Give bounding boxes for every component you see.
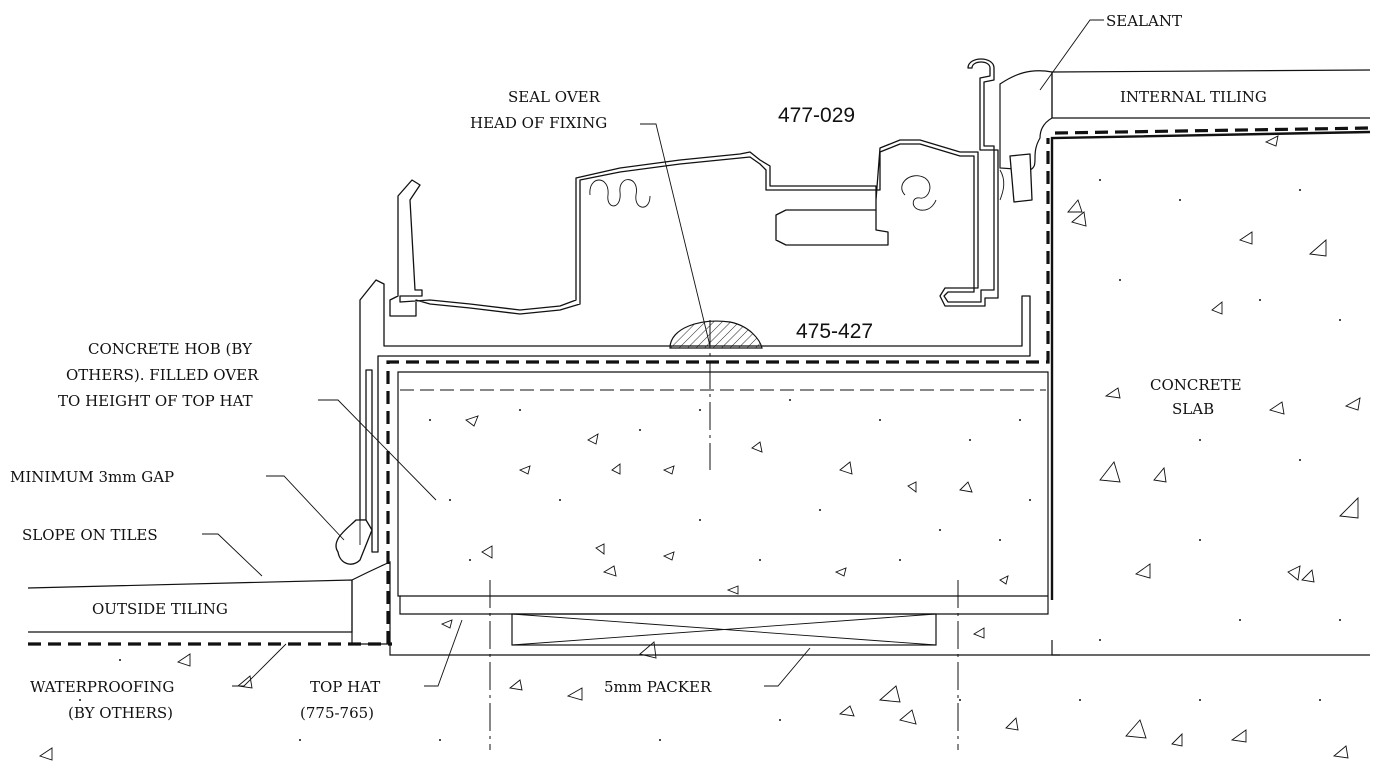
label-top-hat-2: (775-765): [300, 704, 374, 722]
label-slab-1: CONCRETE: [1150, 376, 1242, 394]
waterproofing-membrane: [28, 138, 1050, 646]
label-slope: SLOPE ON TILES: [22, 526, 158, 544]
label-code-477-029: 477-029: [778, 104, 855, 127]
label-internal-tiling: INTERNAL TILING: [1120, 88, 1267, 106]
label-slab-2: SLAB: [1172, 400, 1214, 418]
center-lines: [489, 320, 959, 750]
label-waterproofing-2: (BY OTHERS): [68, 704, 173, 722]
sealant-bead: [999, 70, 1053, 171]
label-seal-over-2: HEAD OF FIXING: [470, 114, 607, 132]
aggregate-markings: [38, 135, 1361, 761]
label-outside-tiling: OUTSIDE TILING: [92, 600, 228, 618]
label-packer: 5mm PACKER: [604, 678, 712, 696]
profile-475-427: [335, 279, 1031, 565]
label-waterproofing-1: WATERPROOFING: [30, 678, 174, 696]
label-top-hat-1: TOP HAT: [310, 678, 380, 696]
leader-lines: [202, 19, 1104, 687]
aggregate-dots: [79, 179, 1341, 741]
concrete-hob: [397, 371, 1049, 615]
label-hob-1: CONCRETE HOB (BY: [88, 340, 253, 358]
label-sealant: SEALANT: [1106, 12, 1182, 30]
label-code-475-427: 475-427: [796, 320, 873, 343]
profile-477-029: [389, 58, 1033, 317]
label-hob-2: OTHERS). FILLED OVER: [66, 366, 259, 384]
packer: [511, 613, 937, 646]
label-min-gap: MINIMUM 3mm GAP: [10, 468, 174, 486]
label-hob-3: TO HEIGHT OF TOP HAT: [58, 392, 253, 410]
outside-tiling: [27, 561, 391, 645]
top-hat: [389, 644, 1060, 656]
label-seal-over-1: SEAL OVER: [508, 88, 601, 106]
fixing-seal: [669, 320, 763, 349]
